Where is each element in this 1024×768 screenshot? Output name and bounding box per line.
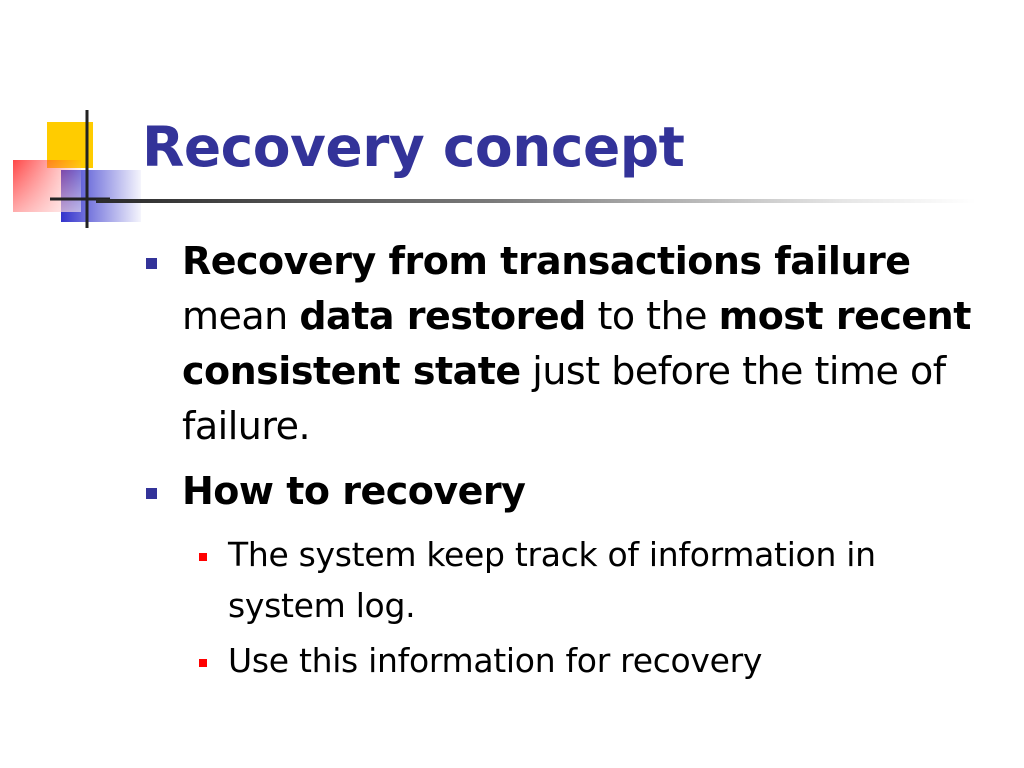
bullet-1-text-1: Recovery from transactions failure xyxy=(182,239,911,283)
small-square-bullet-icon xyxy=(199,659,207,667)
sub-bullet-item-1: The system keep track of information in … xyxy=(182,529,990,631)
bullet-1-text-5: most recent consistent state xyxy=(182,294,971,393)
bullet-2-text-1: How to recovery xyxy=(182,469,526,513)
sub-bullet-1-text: The system keep track of information in … xyxy=(228,535,876,625)
square-bullet-icon xyxy=(146,488,157,499)
small-square-bullet-icon xyxy=(199,553,207,561)
title-underline-divider xyxy=(96,199,976,203)
bullet-1-text-6: just before the time of failure. xyxy=(182,349,946,448)
sub-bullet-2-text: Use this information for recovery xyxy=(228,641,763,680)
decorative-squares-logo-icon xyxy=(13,110,141,228)
bullet-1-text-2: mean xyxy=(182,294,300,338)
bullet-item-1: Recovery from transactions failure mean … xyxy=(140,234,990,454)
slide-title: Recovery concept xyxy=(142,115,685,179)
square-bullet-icon xyxy=(146,258,157,269)
bullet-1-text-3: data restored xyxy=(299,294,586,338)
slide-body: Recovery from transactions failure mean … xyxy=(140,234,990,690)
bullet-1-text-4: to the xyxy=(585,294,719,338)
bullet-item-2: How to recovery xyxy=(140,464,990,519)
sub-bullet-item-2: Use this information for recovery xyxy=(182,635,990,686)
